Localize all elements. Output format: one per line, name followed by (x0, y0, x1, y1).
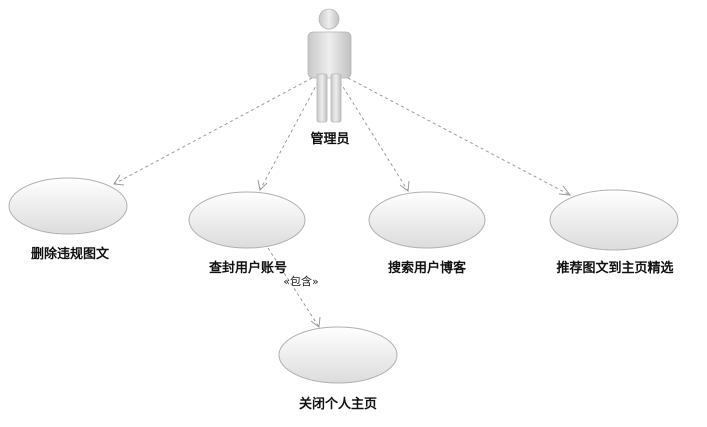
use-case-recommend-featured[interactable]: 推荐图文到主页精选 (549, 189, 679, 276)
use-case-search-blogs[interactable]: 搜索用户博客 (368, 191, 486, 276)
use-case-label: 搜索用户博客 (388, 260, 467, 276)
use-case-label: 关闭个人主页 (299, 396, 377, 412)
association-line-uc2 (259, 81, 319, 191)
use-case-ellipse (368, 191, 486, 249)
use-case-ellipse (549, 189, 679, 251)
association-line-uc4 (347, 77, 571, 196)
actor-label: 管理员 (310, 131, 349, 147)
association-line-uc3 (339, 81, 409, 192)
arrowhead-uc2 (257, 179, 268, 192)
use-case-ellipse (188, 191, 306, 249)
connectors (113, 77, 572, 328)
arrowhead-uc4 (558, 185, 572, 196)
use-case-delete-content[interactable]: 删除违规图文 (8, 177, 128, 262)
use-case-ban-account[interactable]: 查封用户账号 (188, 191, 306, 276)
arrowhead-uc3 (399, 180, 410, 192)
use-case-ellipse (8, 177, 128, 235)
use-case-label: 查封用户账号 (208, 260, 287, 276)
use-case-label: 删除违规图文 (31, 246, 110, 262)
arrowhead-uc1 (113, 174, 125, 186)
association-line-uc1 (113, 77, 313, 185)
use-case-close-homepage[interactable]: 关闭个人主页 (278, 326, 398, 412)
use-case-label: 推荐图文到主页精选 (556, 260, 673, 276)
include-stereotype-label: «包含» (283, 274, 318, 288)
arrowhead-include (310, 316, 321, 328)
use-case-ellipse (278, 326, 398, 384)
include-line (267, 247, 320, 328)
actor[interactable]: 管理员 (307, 8, 352, 147)
actor-figure-icon (307, 8, 352, 123)
